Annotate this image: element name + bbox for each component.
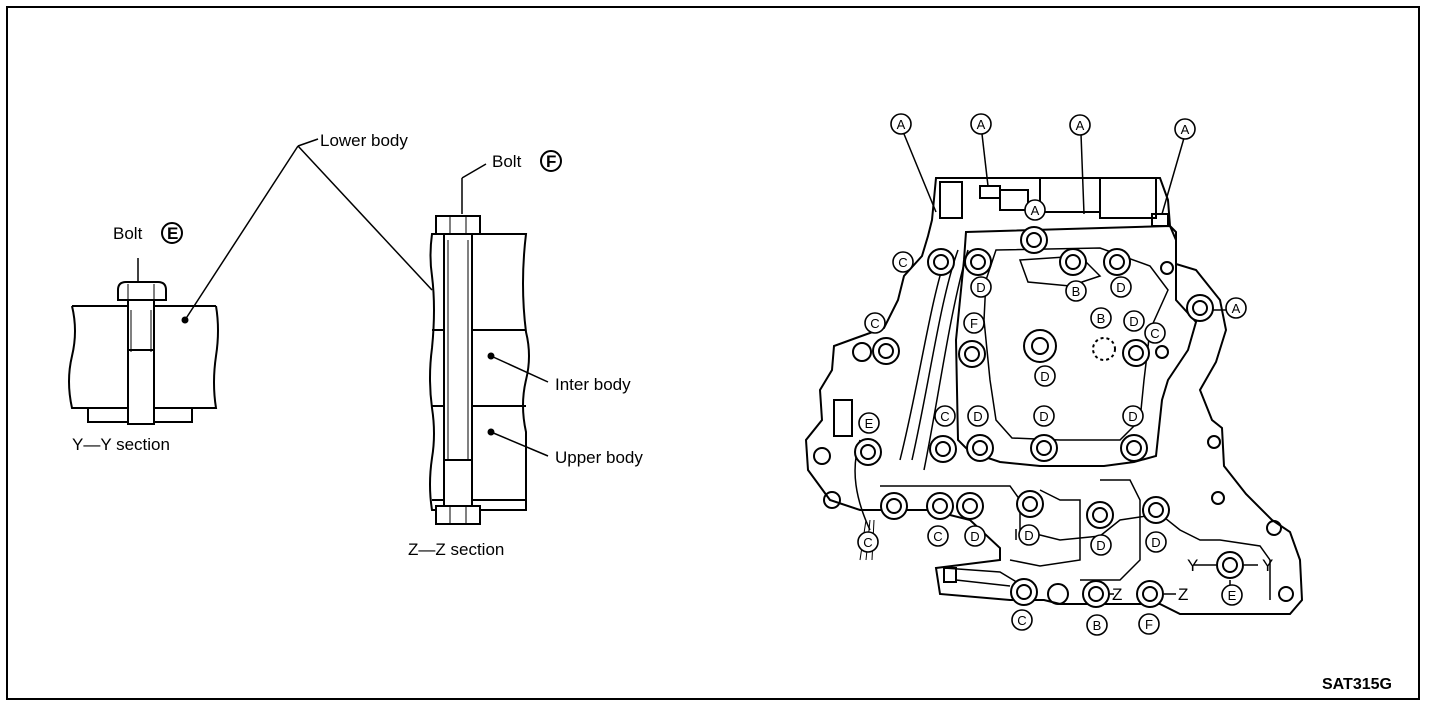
callout-circle-d xyxy=(1090,534,1112,556)
callout-letter-d: D xyxy=(1024,528,1033,543)
zz-leaders xyxy=(137,163,549,457)
label-bolt-f: Bolt xyxy=(492,152,522,171)
callout-letter-d: D xyxy=(1096,538,1105,553)
section-mark-z-right: Z xyxy=(1178,585,1188,604)
lower-body-leaders xyxy=(184,138,433,321)
section-mark-z-left: Z xyxy=(1112,585,1122,604)
label-lower-body: Lower body xyxy=(320,131,408,150)
callout-circle-d xyxy=(964,525,986,547)
callout-letter-c: C xyxy=(933,529,942,544)
callout-letter-c: C xyxy=(940,409,949,424)
callout-letter-d: D xyxy=(970,529,979,544)
callout-letter-d: D xyxy=(1040,369,1049,384)
callout-letter-a: A xyxy=(1232,301,1241,316)
callout-circle-e xyxy=(858,412,880,434)
callout-letter-d: D xyxy=(1039,409,1048,424)
callout-letter-d: D xyxy=(1128,409,1137,424)
callout-circle-b xyxy=(1090,307,1112,329)
bolt-e-letter: E xyxy=(167,224,178,243)
callout-circle-d xyxy=(1145,531,1167,553)
callout-letter-c: C xyxy=(898,255,907,270)
bolt-f-letter: F xyxy=(546,152,556,171)
callout-circle-c xyxy=(892,251,914,273)
callout-circle-c xyxy=(927,525,949,547)
callout-letter-f: F xyxy=(1145,617,1153,632)
label-upper-body: Upper body xyxy=(555,448,643,467)
callout-letter-d: D xyxy=(1151,535,1160,550)
callout-leaders xyxy=(903,133,1258,595)
section-mark-y-left: Y xyxy=(1187,556,1198,575)
callout-circle-e xyxy=(1221,584,1243,606)
callout-letter-e: E xyxy=(865,416,874,431)
bolt-heads xyxy=(854,226,1244,608)
callout-circle-d xyxy=(1110,276,1132,298)
figure-code: SAT315G xyxy=(1322,676,1392,693)
callout-circle-a xyxy=(970,113,992,135)
callout-circle-d xyxy=(1122,405,1144,427)
callout-letter-c: C xyxy=(870,316,879,331)
callout-letter-a: A xyxy=(1181,122,1190,137)
callout-circle-c xyxy=(1011,609,1033,631)
callout-circle-f xyxy=(1138,613,1160,635)
callout-circle-a xyxy=(1174,118,1196,140)
callout-letter-d: D xyxy=(1116,280,1125,295)
callout-letter-f: F xyxy=(970,316,978,331)
callout-circle-d xyxy=(970,276,992,298)
section-mark-y-right: Y xyxy=(1262,556,1273,575)
callout-circle-a xyxy=(890,113,912,135)
callout-circle-a xyxy=(1069,114,1091,136)
callout-circle-c xyxy=(864,312,886,334)
callout-letter-b: B xyxy=(1093,618,1102,633)
callout-circle-b xyxy=(1065,280,1087,302)
label-zz-section: Z—Z section xyxy=(408,540,504,559)
callout-letter-d: D xyxy=(1129,314,1138,329)
callout-letter-b: B xyxy=(1097,311,1106,326)
callout-letter-a: A xyxy=(1031,203,1040,218)
callout-circle-f xyxy=(963,312,985,334)
diagram-frame xyxy=(6,6,1420,700)
callout-letter-c: C xyxy=(1150,326,1159,341)
callout-circle-d xyxy=(1034,365,1056,387)
callout-circle-b xyxy=(1086,614,1108,636)
callout-circle-d xyxy=(1123,310,1145,332)
callout-circle-d xyxy=(1033,405,1055,427)
yy-section-drawing xyxy=(68,281,219,425)
callout-letter-a: A xyxy=(897,117,906,132)
callout-letter-c: C xyxy=(863,535,872,550)
callout-letter-d: D xyxy=(976,280,985,295)
callout-circle-c xyxy=(934,405,956,427)
callout-letter-a: A xyxy=(1076,118,1085,133)
callout-circle-a xyxy=(1024,199,1046,221)
callout-circle-d xyxy=(967,405,989,427)
callout-letter-c: C xyxy=(1017,613,1026,628)
label-inter-body: Inter body xyxy=(555,375,631,394)
callout-letter-d: D xyxy=(973,409,982,424)
callout-circle-a xyxy=(1225,297,1247,319)
callout-letter-a: A xyxy=(977,117,986,132)
callout-letter-b: B xyxy=(1072,284,1081,299)
callout-letter-e: E xyxy=(1228,588,1237,603)
label-bolt-e: Bolt xyxy=(113,224,143,243)
callout-circle-c xyxy=(1144,322,1166,344)
callout-circle-d xyxy=(1018,524,1040,546)
callout-circle-c xyxy=(857,531,879,553)
label-yy-section: Y—Y section xyxy=(72,435,170,454)
zz-section-drawing xyxy=(429,215,530,525)
